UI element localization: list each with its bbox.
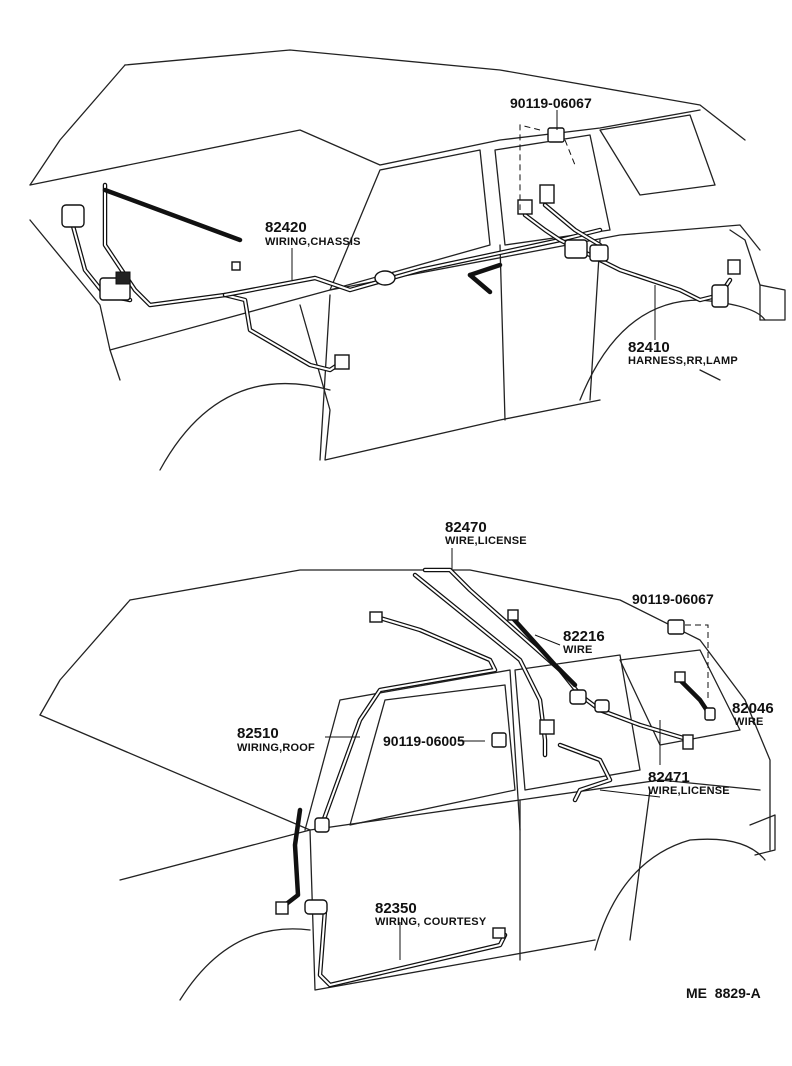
bottom-license-wiring bbox=[412, 567, 713, 803]
callout-name: HARNESS,RR,LAMP bbox=[628, 355, 738, 367]
bottom-roof-wiring bbox=[317, 615, 498, 833]
callout-number: 82216 bbox=[563, 628, 605, 645]
callout-number: 82350 bbox=[375, 900, 417, 917]
bottom-dashed-guides bbox=[685, 624, 709, 700]
callout-number: 82471 bbox=[648, 769, 690, 786]
top-dashed-guides bbox=[519, 124, 576, 210]
callout-name: WIRE bbox=[734, 716, 764, 728]
bottom-components bbox=[275, 609, 716, 939]
bottom-courtesy-wiring bbox=[282, 807, 508, 988]
callout-name: WIRE,LICENSE bbox=[648, 785, 730, 797]
bottom-leader-lines bbox=[325, 548, 661, 960]
callout-name: WIRE bbox=[563, 644, 593, 656]
callout-number: 82470 bbox=[445, 519, 487, 536]
top-car-body bbox=[29, 49, 786, 471]
drawing-code: ME 8829-A bbox=[686, 985, 761, 1001]
callout-number: 82420 bbox=[265, 219, 307, 236]
callout-name: WIRING, COURTESY bbox=[375, 916, 487, 928]
top-leader-lines bbox=[291, 110, 656, 340]
callout-number: 82410 bbox=[628, 339, 670, 356]
callout-number: 90119-06005 bbox=[383, 733, 465, 749]
callout-name: WIRING,CHASSIS bbox=[265, 236, 361, 248]
callout-name: WIRING,ROOF bbox=[237, 742, 315, 754]
callout-name: WIRE,LICENSE bbox=[445, 535, 527, 547]
callout-number: 90119-06067 bbox=[632, 591, 714, 607]
top-components bbox=[61, 127, 741, 370]
bottom-car-body bbox=[39, 569, 776, 1001]
callout-number: 82046 bbox=[732, 700, 774, 717]
callout-number: 82510 bbox=[237, 725, 279, 742]
top-rr-lamp-harness bbox=[522, 202, 733, 303]
callout-number: 90119-06067 bbox=[510, 95, 592, 111]
